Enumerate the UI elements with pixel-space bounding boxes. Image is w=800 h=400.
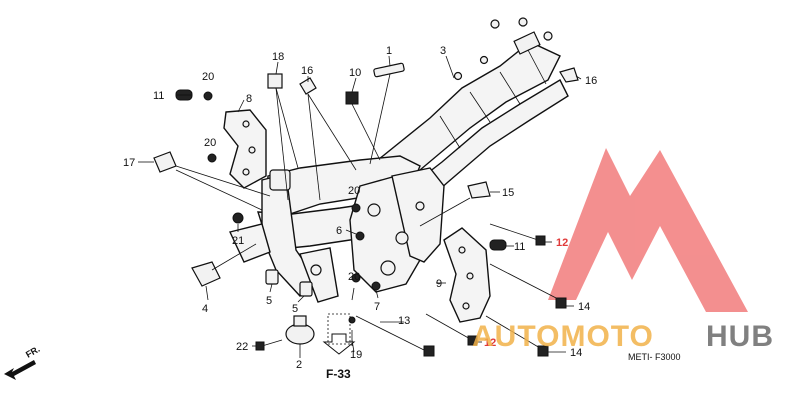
watermark-logo <box>548 148 748 312</box>
callout-3: 3 <box>440 45 446 57</box>
front-direction-label: FR. <box>24 344 42 360</box>
watermark-brand-part1: AUTOMOTO <box>472 320 654 353</box>
callout-18: 18 <box>272 51 284 63</box>
watermark-text: AUTOMOTO HUB <box>472 320 774 353</box>
part-17-clamp <box>153 151 177 173</box>
watermark-brand-part2: HUB <box>706 320 774 353</box>
part-9-bracket <box>443 227 491 323</box>
callout-16-left: 16 <box>301 65 313 77</box>
main-frame <box>229 17 569 303</box>
part-16-clip-left <box>299 77 317 95</box>
callout-8: 8 <box>246 93 252 105</box>
nuts <box>203 91 381 324</box>
callout-labels: 1 3 18 16 10 20 11 8 20 17 16 15 20 6 21… <box>123 45 597 371</box>
callout-15: 15 <box>502 187 514 199</box>
part-13-bolt <box>355 315 435 357</box>
part-22-bolt <box>255 339 283 351</box>
part-18-clip <box>267 73 283 89</box>
callout-7: 7 <box>374 301 380 313</box>
callout-10: 10 <box>349 67 361 79</box>
callout-12-lower: 12 <box>484 337 496 349</box>
callout-14-lower: 14 <box>570 347 582 359</box>
callout-19: 19 <box>350 349 362 361</box>
callout-9: 9 <box>436 278 442 290</box>
part-10-pad <box>345 91 359 105</box>
callout-20-mid: 20 <box>204 137 216 149</box>
callout-1: 1 <box>386 45 392 57</box>
part-8-bracket <box>223 109 267 189</box>
part-14-bolt-upper <box>489 263 567 309</box>
callout-17: 17 <box>123 157 135 169</box>
callout-12-upper: 12 <box>556 237 568 249</box>
part-4-mount <box>191 261 221 287</box>
callout-11-left: 11 <box>153 90 164 102</box>
diagram-code: METI- F3000 <box>628 352 681 362</box>
part-15-clamp <box>467 181 491 199</box>
callout-20-low: 20 <box>348 271 360 283</box>
callout-21: 21 <box>232 235 244 247</box>
callout-11-right: 11 <box>514 241 525 253</box>
part-12-bolt-upper <box>489 223 546 246</box>
callout-2: 2 <box>296 359 302 371</box>
part-16-clip-right <box>559 67 579 83</box>
callout-13: 13 <box>398 315 410 327</box>
reference-arrow-icon <box>322 313 356 355</box>
part-5-collars <box>265 269 313 297</box>
part-2-sensor <box>285 315 315 345</box>
callout-14-upper: 14 <box>578 301 590 313</box>
part-14-bolt-lower <box>485 315 549 357</box>
part-11-grommet-right <box>489 239 507 251</box>
part-12-bolt-lower <box>425 313 478 346</box>
callout-5-right: 5 <box>292 303 298 315</box>
callout-20-top: 20 <box>202 71 214 83</box>
leader-lines <box>138 55 582 358</box>
part-1-emblem <box>373 62 405 78</box>
callout-22: 22 <box>236 341 248 353</box>
callout-4: 4 <box>202 303 208 315</box>
callout-6: 6 <box>336 225 342 237</box>
callout-20-center: 20 <box>348 185 360 197</box>
reference-label: F-33 <box>326 367 351 381</box>
callout-16-right: 16 <box>585 75 597 87</box>
callout-5-left: 5 <box>266 295 272 307</box>
front-direction-arrow-icon <box>4 360 36 380</box>
